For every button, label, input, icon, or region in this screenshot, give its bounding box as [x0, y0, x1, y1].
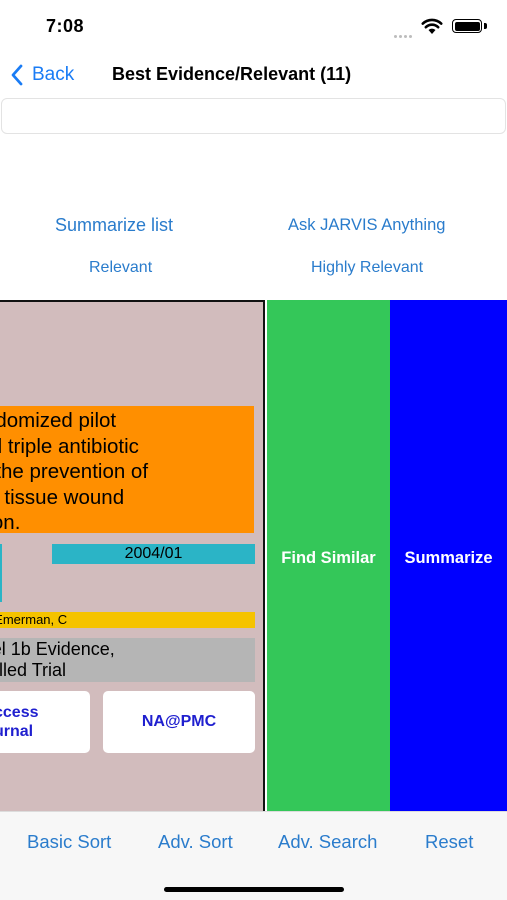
article-row: randomized pilot pical triple antibiotic… — [0, 300, 507, 811]
summarize-button[interactable]: Summarize — [390, 300, 507, 811]
article-authors: ock, KM; Emerman, C — [0, 612, 255, 628]
article-title: randomized pilot pical triple antibiotic… — [0, 409, 149, 534]
article-title-block[interactable]: randomized pilot pical triple antibiotic… — [0, 406, 254, 534]
home-indicator — [164, 887, 344, 892]
search-field[interactable] — [1, 98, 506, 134]
publication-date: 2004/01 — [52, 544, 255, 564]
status-time: 7:08 — [46, 16, 85, 36]
battery-tip — [484, 23, 487, 29]
back-label: Back — [32, 64, 75, 85]
back-button[interactable]: Back — [10, 62, 74, 88]
status-bar: 7:08 — [0, 0, 507, 52]
bottom-toolbar: Basic Sort Adv. Sort Adv. Search Reset — [0, 811, 507, 900]
pmc-button[interactable]: NA@PMC — [103, 691, 255, 753]
find-similar-button[interactable]: Find Similar — [267, 300, 390, 811]
article-card[interactable]: randomized pilot pical triple antibiotic… — [0, 300, 265, 811]
navigation-bar: Back Best Evidence/Relevant (11) — [0, 52, 507, 96]
chevron-left-icon — [11, 64, 23, 86]
search-input[interactable] — [2, 99, 505, 133]
battery-icon — [452, 19, 482, 33]
adv-sort-button[interactable]: Adv. Sort — [158, 831, 233, 852]
ask-jarvis-link[interactable]: Ask JARVIS Anything — [288, 216, 446, 234]
wifi-icon — [421, 18, 443, 34]
reset-button[interactable]: Reset — [425, 831, 474, 852]
page-title: Best Evidence/Relevant (11) — [112, 64, 352, 84]
summarize-list-link[interactable]: Summarize list — [55, 215, 174, 235]
open-access-journal-button[interactable]: ccess urnal — [0, 691, 90, 753]
evidence-level: ty, Level 1b Evidence, Controlled Trial — [0, 638, 255, 682]
relevant-link[interactable]: Relevant — [89, 259, 153, 276]
adv-search-button[interactable]: Adv. Search — [278, 831, 378, 852]
basic-sort-button[interactable]: Basic Sort — [27, 831, 112, 852]
signal-icon — [394, 25, 416, 38]
teal-marker — [0, 544, 2, 602]
highly-relevant-link[interactable]: Highly Relevant — [311, 259, 424, 276]
